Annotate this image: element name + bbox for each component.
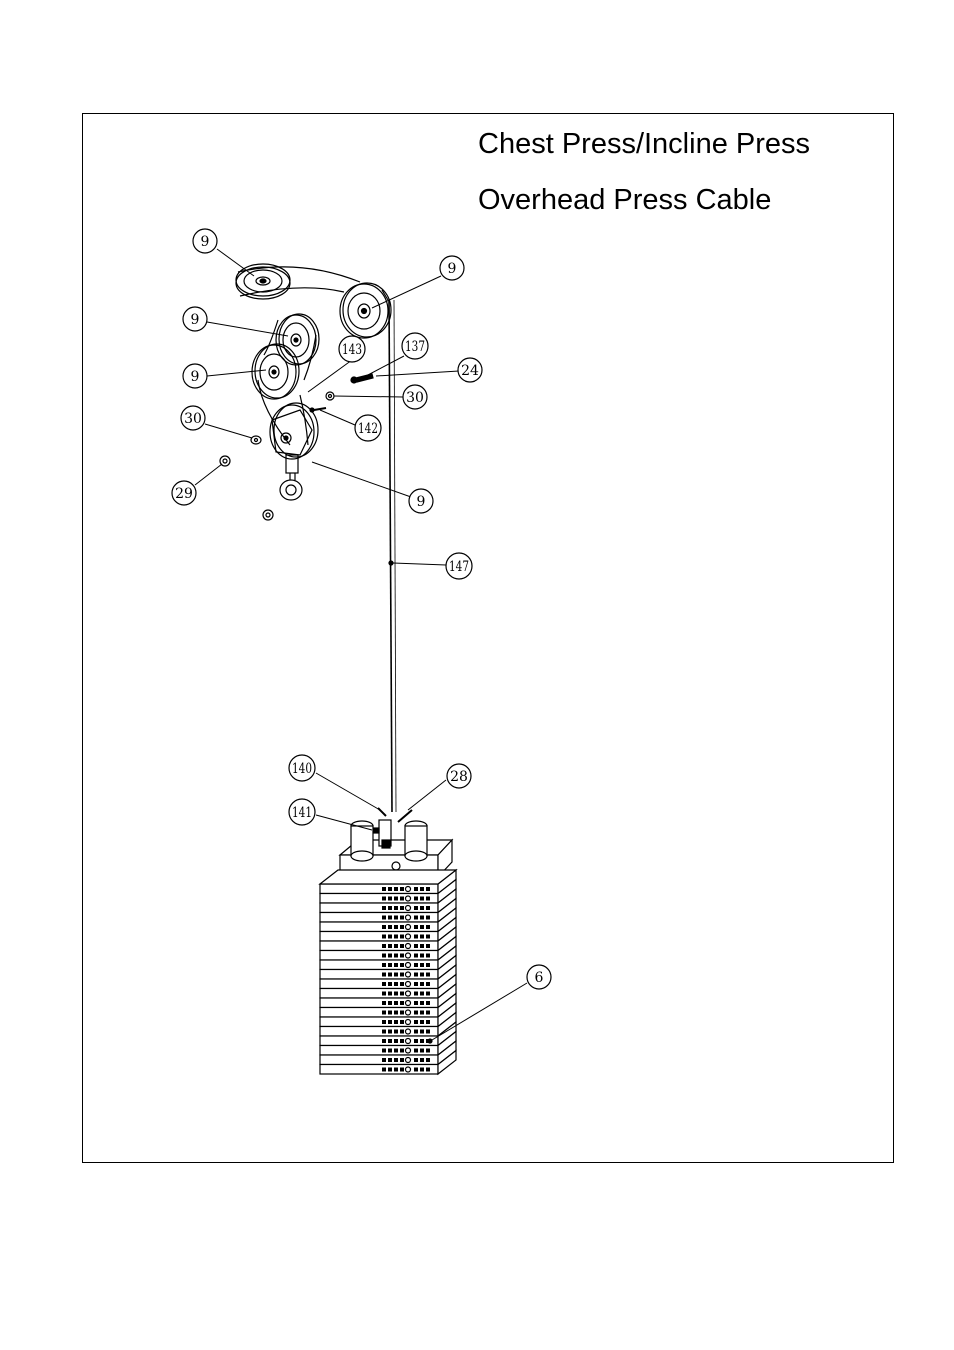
weight-stack-6 [318,819,458,1076]
svg-text:9: 9 [191,312,200,328]
washer-30-right [325,391,335,401]
callout-9-mid-upper: 9 [182,306,208,332]
callout-30-right: 30 [402,384,428,410]
bolt-142 [309,407,327,413]
pulley-mid-upper [275,313,320,366]
diagram-title: Chest Press/Incline Press [478,128,811,160]
svg-text:147: 147 [449,559,469,575]
clamp-141 [373,827,380,834]
callout-9-top-left: 9 [192,228,218,254]
svg-text:28: 28 [450,769,468,785]
svg-text:9: 9 [417,494,426,510]
svg-text:141: 141 [292,805,312,821]
callout-147: 147 [445,552,473,580]
weight-plate [319,992,457,1019]
callout-143: 143 [338,335,366,363]
weight-plate [318,868,458,895]
svg-text:9: 9 [448,261,457,277]
callout-28: 28 [446,763,472,789]
svg-text:142: 142 [358,421,378,437]
svg-text:9: 9 [191,369,200,385]
weight-plate [319,963,457,990]
svg-text:143: 143 [342,342,362,358]
nut-29 [219,455,231,467]
diagram-frame [82,113,894,1163]
floating-pulley-bracket [269,402,319,501]
svg-text:9: 9 [201,234,210,250]
callout-24: 24 [457,357,483,383]
pulley-top-left [235,263,291,300]
washer-30-left [250,435,262,445]
callout-leaders [194,248,528,1041]
callout-137: 137 [401,332,429,360]
callout-6: 6 [526,964,552,990]
pin-28 [397,809,413,823]
nut-loose [262,509,274,521]
svg-text:29: 29 [175,486,193,502]
callout-9-mid-lower: 9 [182,363,208,389]
callout-29: 29 [171,480,197,506]
diagram-subtitle: Overhead Press Cable [478,184,772,216]
svg-text:137: 137 [405,339,425,355]
pulley-top-right [339,282,392,339]
callout-30-left: 30 [180,405,206,431]
svg-text:30: 30 [406,390,424,406]
bolt-24 [350,373,374,384]
callout-9-top-right: 9 [439,255,465,281]
svg-text:140: 140 [292,761,312,777]
callout-140: 140 [288,754,316,782]
callout-142: 142 [354,414,382,442]
callout-141: 141 [288,798,316,826]
svg-text:6: 6 [535,970,544,986]
pulley-mid-lower [251,343,300,400]
weight-plate [319,1011,457,1038]
svg-text:30: 30 [184,411,202,427]
weight-plate [319,1049,457,1076]
svg-text:24: 24 [461,363,479,379]
callout-9-floating: 9 [408,488,434,514]
